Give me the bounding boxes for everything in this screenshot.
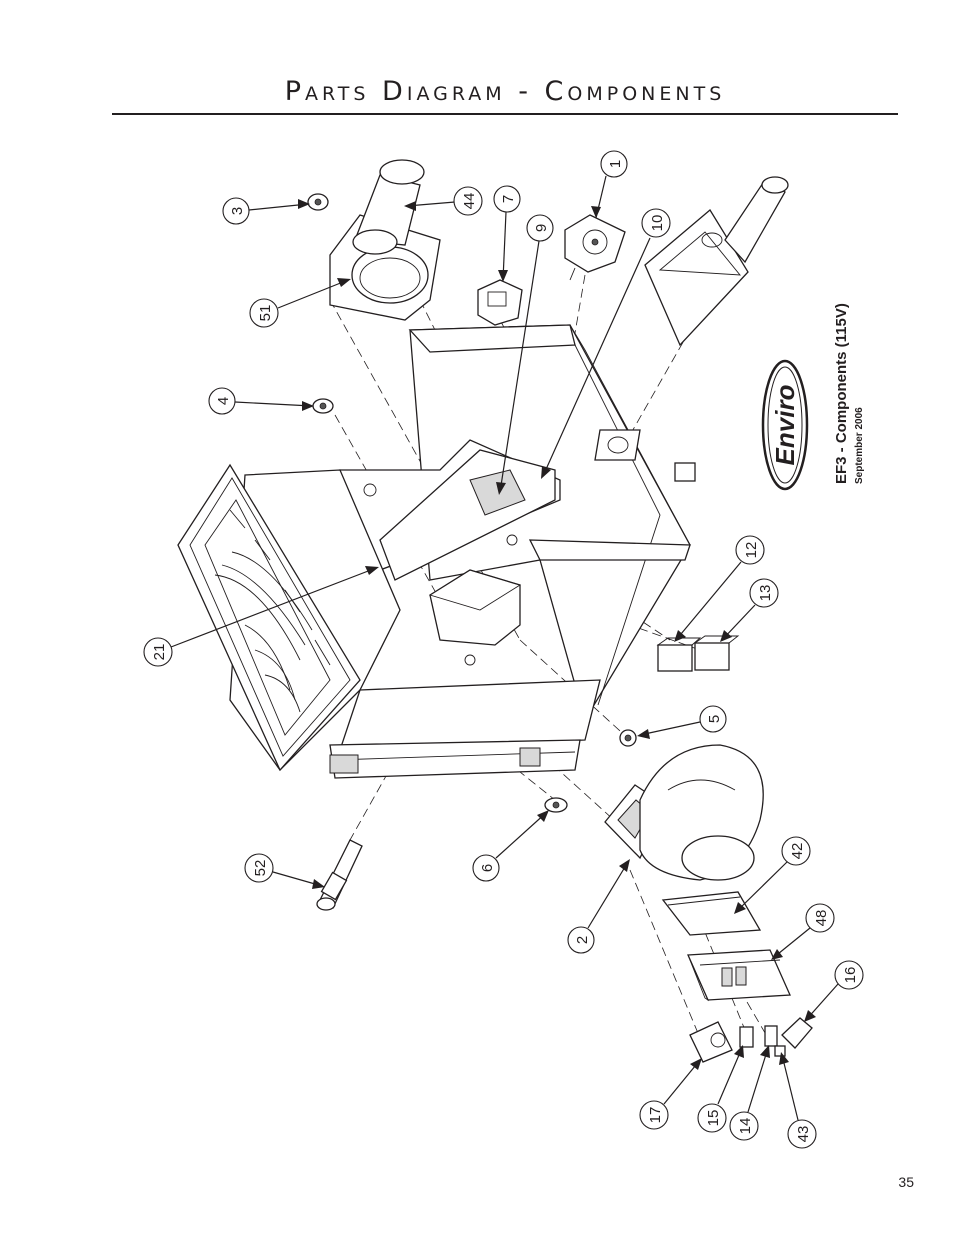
callout-21: 21: [143, 566, 379, 667]
callout-4: 4: [208, 387, 314, 415]
callout-42: 42: [734, 836, 811, 914]
callout-9: 9: [496, 214, 554, 495]
page-title: Parts Diagram - Components: [284, 76, 726, 107]
callout-17: 17: [639, 1058, 702, 1130]
callout-13-label: 13: [757, 585, 774, 602]
diagram-subtitle: EF3 - Components (115V): [833, 303, 850, 484]
part-5-switch: [619, 729, 637, 747]
callout-16-label: 16: [842, 967, 859, 984]
part-52-igniter: [316, 839, 363, 911]
callout-43-label: 43: [795, 1126, 812, 1143]
callout-44: 44: [404, 186, 483, 216]
callout-12: 12: [674, 535, 765, 642]
part-2-convection-blower: [604, 744, 764, 881]
callout-7-label: 7: [500, 195, 517, 203]
page-number: 35: [898, 1174, 914, 1190]
callout-2-label: 2: [574, 936, 591, 944]
callout-6: 6: [472, 810, 549, 882]
callout-5-label: 5: [706, 715, 723, 723]
callout-2: 2: [567, 859, 630, 954]
callout-15: 15: [697, 1045, 744, 1133]
part-10-vent-pipe: [644, 176, 789, 347]
callout-43: 43: [779, 1052, 817, 1149]
callout-6-label: 6: [479, 864, 496, 872]
callout-16: 16: [804, 960, 864, 1022]
enviro-logo: Enviro: [761, 359, 809, 491]
title-underline: [112, 113, 898, 115]
callout-10: 10: [541, 208, 671, 479]
parts-bottom-electrical: [689, 1017, 813, 1063]
parts-12-13-boxes: [656, 462, 740, 672]
part-7-bracket: [477, 279, 523, 326]
callout-7: 7: [493, 185, 521, 282]
door-assembly: [177, 463, 361, 772]
callout-48: 48: [771, 903, 835, 960]
brand-block: Enviro EF3 - Components (115V) September…: [761, 303, 865, 491]
part-48-control-bracket: [687, 949, 791, 1002]
callout-1: 1: [591, 150, 628, 219]
callout-52-label: 52: [252, 860, 269, 877]
callout-17-label: 17: [647, 1107, 664, 1124]
callout-13: 13: [720, 578, 779, 642]
logo-text: Enviro: [770, 384, 800, 465]
callout-48-label: 48: [813, 910, 830, 927]
part-1-combustion-motor: [564, 214, 626, 281]
callout-12-label: 12: [743, 542, 760, 559]
callout-3: 3: [222, 197, 310, 225]
callout-14-label: 14: [737, 1118, 754, 1135]
exhaust-assembly: [307, 159, 441, 321]
callout-9-label: 9: [533, 224, 550, 232]
callout-51-label: 51: [257, 305, 274, 322]
diagram-date: September 2006: [854, 407, 865, 484]
callout-3-label: 3: [229, 207, 246, 215]
callout-52: 52: [244, 853, 325, 889]
callout-51: 51: [249, 278, 351, 328]
callout-5: 5: [637, 705, 727, 739]
callout-42-label: 42: [789, 843, 806, 860]
callout-15-label: 15: [705, 1110, 722, 1127]
part-6-switch: [544, 797, 568, 813]
part-4-switch: [312, 398, 334, 414]
callout-21-label: 21: [151, 644, 168, 661]
callout-4-label: 4: [215, 397, 232, 405]
callout-44-label: 44: [461, 193, 478, 210]
callout-10-label: 10: [649, 215, 666, 232]
callout-1-label: 1: [607, 160, 624, 168]
callout-14: 14: [729, 1045, 770, 1141]
part-42-cover-plate: [661, 891, 762, 936]
